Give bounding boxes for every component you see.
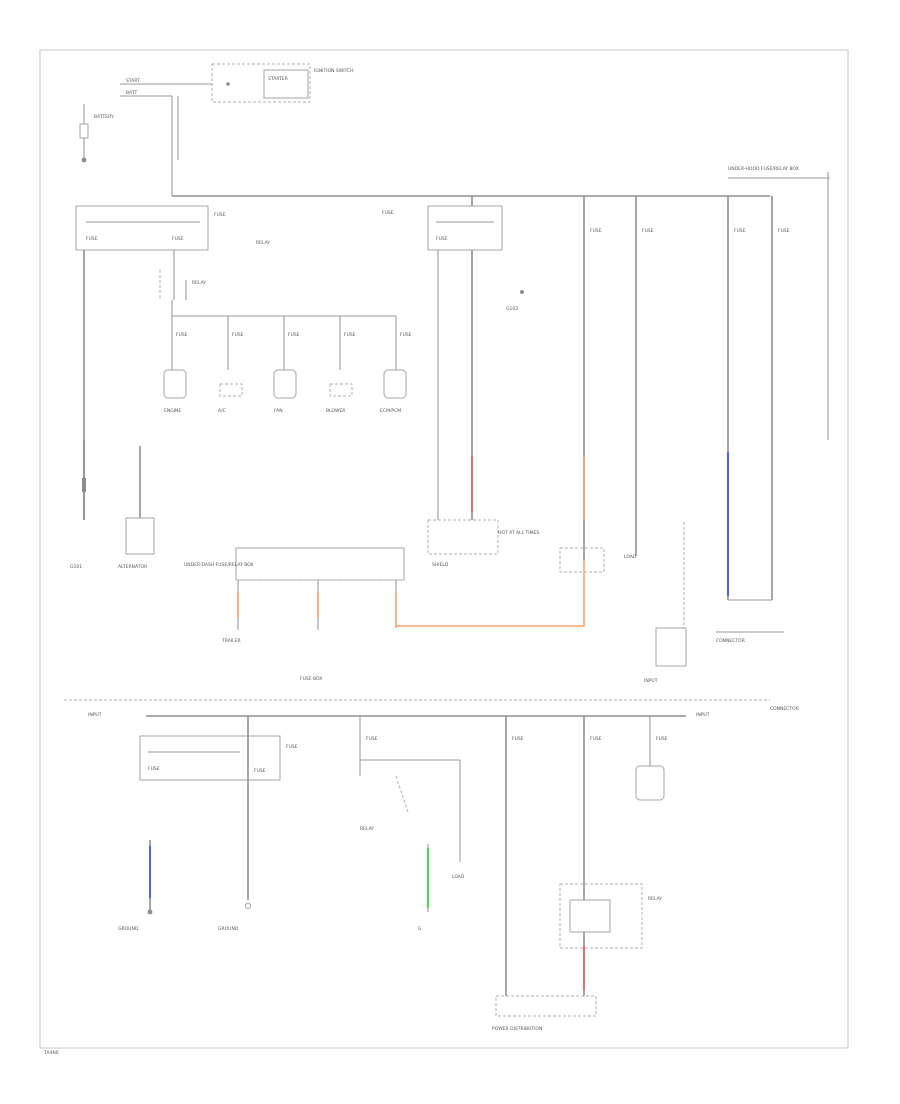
load-5-label: ECM/PCM: [380, 408, 401, 414]
lower-relay-label: RELAY: [360, 826, 374, 832]
load-3: [273, 369, 297, 399]
starter-relay: [263, 69, 309, 99]
starter-box: [211, 63, 311, 103]
mid-block-title: FUSE: [382, 210, 394, 216]
lower-g3-label: G: [418, 926, 422, 932]
starter-label: STARTER: [268, 76, 288, 82]
lower-fuse-2-label: FUSE: [254, 768, 266, 774]
lower-ground-2: [244, 902, 252, 910]
lower-fuse-block: [139, 735, 281, 781]
alternator-body: [125, 517, 155, 555]
right-iso-label: INPUT: [644, 678, 658, 684]
load-1-label: ENGINE: [164, 408, 181, 414]
ignition-switch-label: IGNITION SWITCH: [314, 68, 354, 74]
ud-orange-loop: [395, 560, 585, 627]
load-3-label: FAN: [274, 408, 283, 414]
batt-label: BATT: [126, 90, 137, 96]
load-4: [329, 383, 353, 397]
lower-fuse-5-label: FUSE: [590, 736, 602, 742]
lower-left-label: INPUT: [88, 712, 102, 718]
battery-label: BATTERY: [94, 114, 114, 120]
left-fuse-label: FUSE: [86, 236, 98, 242]
load-2-label: A/C: [218, 408, 226, 414]
right-note-label: HOT AT ALL TIMES: [498, 530, 539, 536]
load-1: [163, 369, 187, 399]
lower-fuse-label: FUSE: [148, 766, 160, 772]
lower-load-label: LOAD: [452, 874, 465, 880]
relay-b-label: RELAY: [192, 280, 206, 286]
diagram-frame: [39, 49, 849, 1049]
left-col-connector: [82, 478, 86, 492]
fuse-1-label: FUSE: [176, 332, 188, 338]
left-block-title: FUSE: [214, 212, 226, 218]
mid-fuse-block: [427, 205, 503, 251]
fuse-right-4: FUSE: [778, 228, 790, 234]
alternator-label: ALTERNATOR: [118, 564, 147, 570]
right-side-note: CONNECTOR: [770, 706, 799, 712]
load-5: [383, 369, 407, 399]
bottom-box-label: POWER DISTRIBUTION: [492, 1026, 542, 1032]
fuse-right-3: FUSE: [734, 228, 746, 234]
lower-relay-wire: [360, 759, 461, 862]
fuse-4-label: FUSE: [344, 332, 356, 338]
fuse-5-label: FUSE: [400, 332, 412, 338]
right-connector-label: CONNECTOR: [716, 638, 745, 644]
lower-right-label: INPUT: [696, 712, 710, 718]
left-relay-label: RELAY: [256, 240, 270, 246]
footer-code: TA4N0: [43, 1050, 59, 1056]
fuse-3-label: FUSE: [288, 332, 300, 338]
mid-fuse-box-label: FUSE BOX: [300, 676, 322, 682]
under-hood-note: UNDER-HOOD FUSE/RELAY BOX: [728, 166, 799, 172]
mid-shield-box: [427, 519, 499, 555]
trailer-label: TRAILER: [221, 638, 241, 644]
lower-module-box: [559, 883, 643, 949]
right-iso-box: [655, 627, 687, 667]
right-load-label: LOAD: [624, 554, 637, 560]
under-dash-label: UNDER-DASH FUSE/RELAY BOX: [184, 562, 254, 568]
mid-shield-label: SHIELD: [432, 562, 449, 568]
load-2: [219, 383, 243, 397]
start-label: START: [126, 78, 140, 84]
left-fuse-block: [75, 205, 209, 251]
mid-ground-node: [520, 290, 524, 294]
left-ground-label: G101: [70, 564, 82, 570]
lower-relay-switch: [395, 775, 409, 813]
load-4-label: BLOWER: [326, 408, 345, 414]
lower-g1-label: GROUND: [118, 926, 139, 932]
starter-node: [226, 82, 230, 86]
fuse-2-label: FUSE: [232, 332, 244, 338]
bottom-box: [495, 995, 597, 1017]
mid-fuse-label: FUSE: [436, 236, 448, 242]
left-fuse-label-2: FUSE: [172, 236, 184, 242]
lower-module-inner: [569, 899, 611, 933]
battery-body: [79, 123, 89, 139]
battery-ground: [81, 157, 87, 163]
fuse-right-1: FUSE: [590, 228, 602, 234]
under-dash-box: [235, 547, 405, 581]
right-relay-box: [559, 547, 605, 573]
lower-g2-label: GROUND: [218, 926, 239, 932]
mid-ground-label: G102: [506, 306, 518, 312]
lower-load-box: [635, 765, 665, 801]
lower-fuse-3-label: FUSE: [366, 736, 378, 742]
lower-module-label: RELAY: [648, 896, 662, 902]
lower-ground-1: [147, 909, 153, 915]
lower-fuse-6-label: FUSE: [656, 736, 668, 742]
lower-fuse-title: FUSE: [286, 744, 298, 750]
fuse-right-2: FUSE: [642, 228, 654, 234]
lower-fuse-4-label: FUSE: [512, 736, 524, 742]
